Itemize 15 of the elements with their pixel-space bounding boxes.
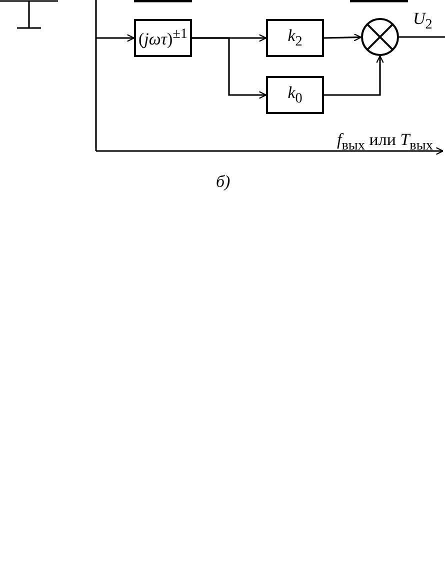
line	[399, 36, 445, 38]
arrow	[324, 55, 384, 96]
multiplier-circle	[361, 18, 399, 56]
arrow	[324, 33, 362, 42]
block-label: (jωτ)$^{±1}$	[138, 26, 188, 50]
block-label: k$_{2}$	[288, 26, 302, 50]
arrow	[96, 34, 135, 42]
caption: б)	[216, 173, 230, 190]
block-label: k$_{0}$	[288, 82, 302, 108]
block-box	[266, 76, 324, 114]
signal-label: f$_{вых}$ или T$_{вых}$	[337, 131, 433, 153]
block-box	[134, 19, 192, 57]
block-box	[266, 19, 324, 57]
edge-label: U$_{2}$	[413, 10, 432, 32]
arrow	[192, 37, 267, 100]
